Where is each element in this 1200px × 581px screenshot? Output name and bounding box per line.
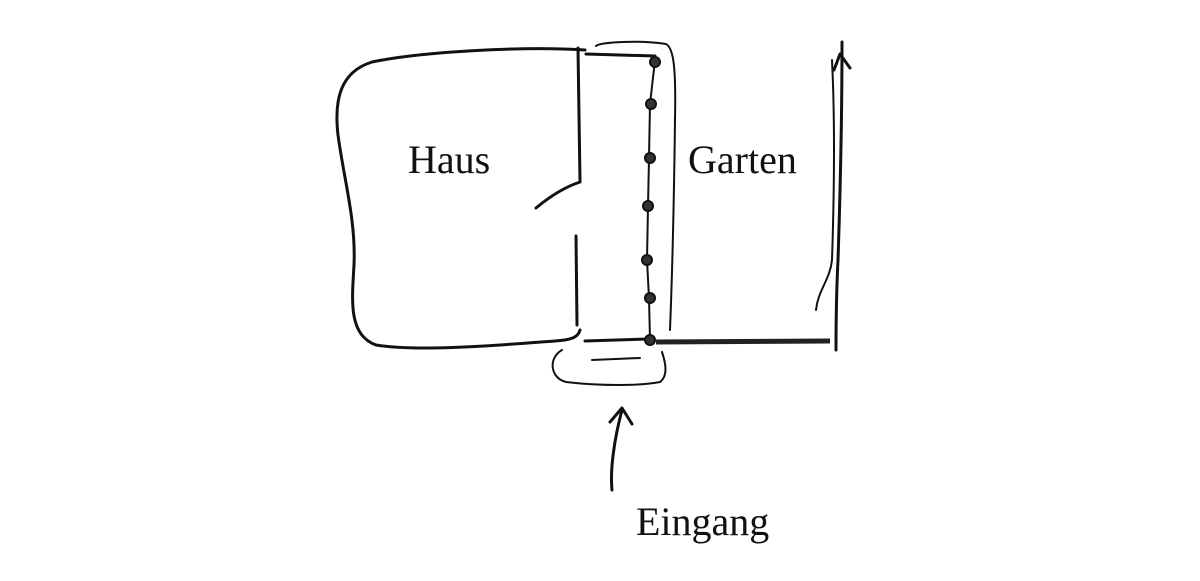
garden-right-boundary-inner — [815, 59, 835, 311]
corridor-bottom-inner — [591, 357, 641, 361]
house-wall-upper — [576, 46, 582, 184]
corridor-top-bracket — [595, 40, 677, 331]
hedge-dot — [644, 334, 656, 346]
garden-bottom-boundary — [655, 338, 831, 345]
hedge-dot — [641, 254, 653, 266]
corridor-top-edge — [584, 52, 657, 58]
hedge-dot — [644, 292, 656, 304]
entrance-bracket — [551, 349, 667, 386]
corridor-bottom-edge — [583, 337, 650, 343]
hedge-dot — [642, 200, 654, 212]
door-swing-line — [534, 180, 582, 210]
boundary-arrow-head — [832, 52, 852, 72]
hedge-dot — [644, 152, 656, 164]
hedge-dot — [649, 56, 661, 68]
garden-label: Garten — [688, 137, 797, 182]
entrance-arrow-head — [608, 406, 634, 426]
hedge-dot — [645, 98, 657, 110]
entrance-label: Eingang — [636, 499, 770, 544]
entrance-arrow-shaft — [610, 408, 624, 492]
house-wall-lower — [574, 234, 579, 327]
garden-right-boundary — [834, 40, 844, 352]
house-label: Haus — [408, 137, 491, 182]
house-outline — [335, 47, 587, 350]
